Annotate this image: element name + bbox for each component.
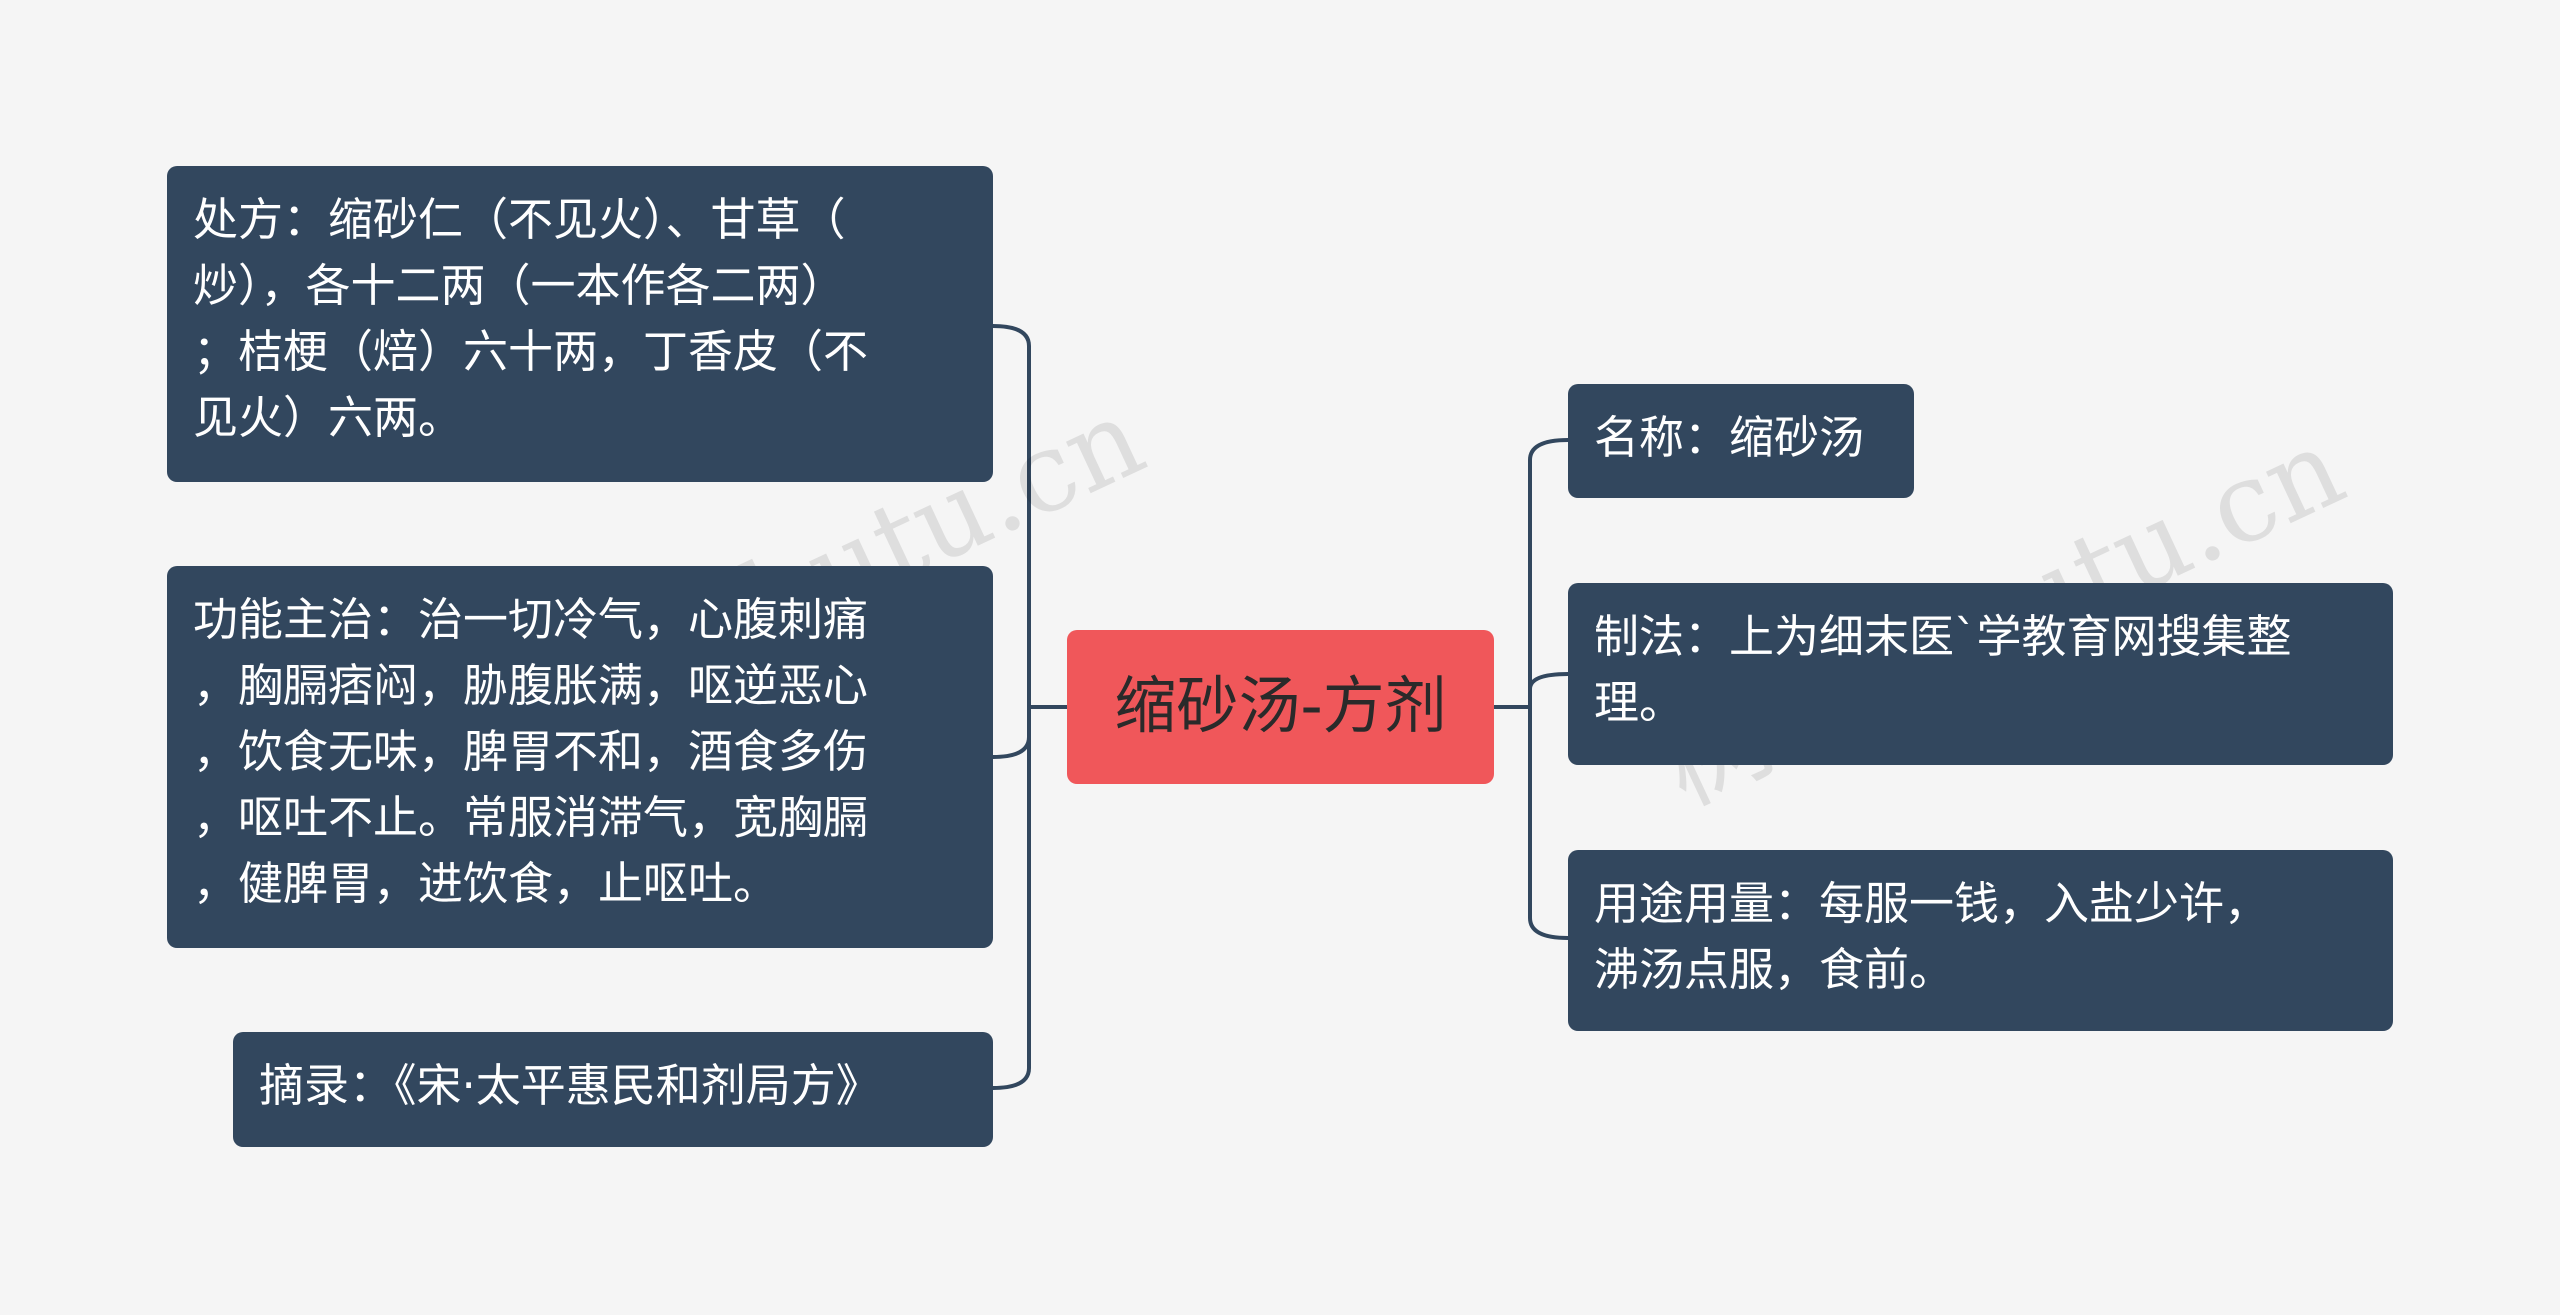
connector-right-1 bbox=[1528, 438, 1570, 940]
node-preparation[interactable]: 制法：上为细末医`学教育网搜集整 理。 bbox=[1568, 583, 2393, 765]
connector-right-2 bbox=[1528, 672, 1570, 691]
connector-left-3 bbox=[991, 705, 1031, 1090]
root-node[interactable]: 缩砂汤-方剂 bbox=[1067, 630, 1494, 784]
connector-left-2 bbox=[991, 705, 1031, 759]
node-excerpt[interactable]: 摘录：《宋·太平惠民和剂局方》 bbox=[233, 1032, 993, 1147]
node-usage[interactable]: 用途用量：每服一钱，入盐少许， 沸汤点服，食前。 bbox=[1568, 850, 2393, 1031]
node-indications[interactable]: 功能主治：治一切冷气，心腹刺痛 ，胸膈痞闷，胁腹胀满，呕逆恶心 ，饮食无味，脾胃… bbox=[167, 566, 993, 948]
node-name[interactable]: 名称：缩砂汤 bbox=[1568, 384, 1914, 498]
node-prescription[interactable]: 处方：缩砂仁（不见火）、甘草（ 炒），各十二两（一本作各二两） ；桔梗（焙）六十… bbox=[167, 166, 993, 482]
connector-left-1 bbox=[991, 324, 1031, 709]
